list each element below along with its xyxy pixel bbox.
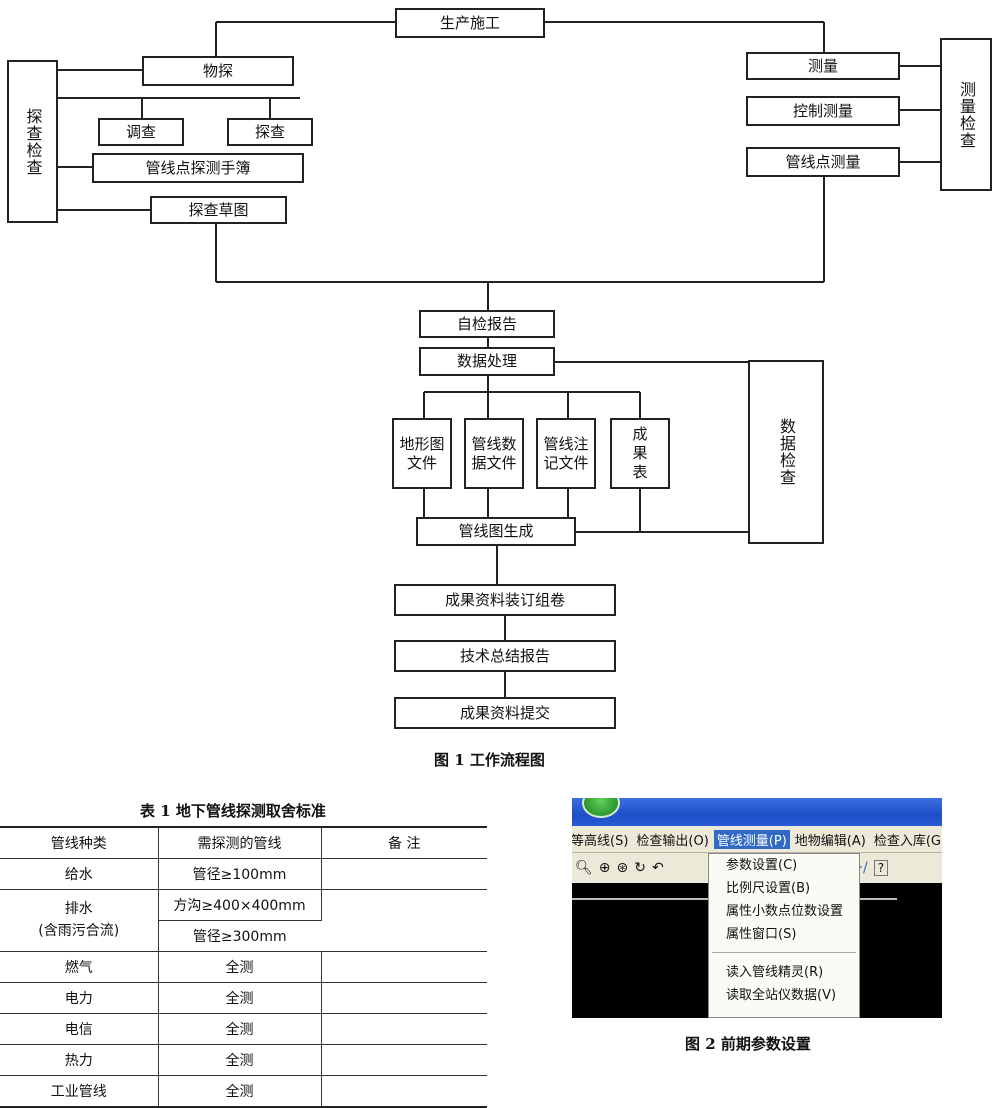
node-submit: 成果资料提交 bbox=[394, 697, 616, 729]
table-cell: 电信 bbox=[0, 1013, 159, 1045]
table-cell bbox=[321, 951, 487, 983]
menu-bar: 等高线(S) 检查输出(O) 管线测量(P) 地物编辑(A) 检查入库(G) bbox=[572, 826, 942, 853]
menu-feature-edit[interactable]: 地物编辑(A) bbox=[794, 833, 866, 849]
node-measure-check: 测量检查 bbox=[940, 38, 992, 191]
node-data-check: 数据检查 bbox=[748, 360, 824, 544]
table-row: 燃气 全测 bbox=[0, 951, 487, 983]
software-screenshot: 等高线(S) 检查输出(O) 管线测量(P) 地物编辑(A) 检查入库(G) 🔍… bbox=[572, 798, 942, 1018]
node-measure: 测量 bbox=[746, 52, 900, 80]
menu-item-params[interactable]: 参数设置(C) bbox=[726, 858, 798, 873]
table-cell: 热力 bbox=[0, 1044, 159, 1076]
node-data-processing: 数据处理 bbox=[419, 347, 555, 376]
menu-item-scale[interactable]: 比例尺设置(B) bbox=[726, 881, 811, 896]
table-row: 排水 (含雨污合流) 方沟≥400×400mm bbox=[0, 889, 487, 952]
menu-item-attr-window[interactable]: 属性窗口(S) bbox=[726, 927, 797, 942]
table-header: 管线种类 bbox=[0, 826, 159, 859]
menu-pipeline-measure[interactable]: 管线测量(P) bbox=[713, 829, 790, 849]
node-binding: 成果资料装订组卷 bbox=[394, 584, 616, 616]
node-pipe-note-file: 管线注记文件 bbox=[536, 418, 596, 489]
table-row: 工业管线 全测 bbox=[0, 1075, 487, 1108]
table-row: 给水 管径≥100mm bbox=[0, 858, 487, 890]
table-cell: 全测 bbox=[158, 1013, 322, 1045]
table-row: 电力 全测 bbox=[0, 982, 487, 1014]
table-cell bbox=[321, 1075, 487, 1108]
window-titlebar bbox=[572, 798, 942, 826]
table-cell bbox=[321, 858, 487, 890]
menu-check-output[interactable]: 检查输出(O) bbox=[636, 833, 709, 849]
table-cell bbox=[321, 889, 487, 952]
table-cell: 管径≥100mm bbox=[158, 858, 322, 890]
node-geophysics: 物探 bbox=[142, 56, 294, 86]
node-map-generate: 管线图生成 bbox=[416, 517, 576, 546]
table-cell bbox=[321, 1044, 487, 1076]
figure1-caption: 图 1 工作流程图 bbox=[434, 751, 545, 769]
table-header: 备 注 bbox=[321, 826, 487, 859]
node-probe-check: 探查检查 bbox=[7, 60, 58, 223]
table-cell: 电力 bbox=[0, 982, 159, 1014]
node-production: 生产施工 bbox=[395, 8, 545, 38]
node-point-handbook: 管线点探测手簿 bbox=[92, 153, 304, 183]
table-cell: 全测 bbox=[158, 982, 322, 1014]
menu-item-total-station[interactable]: 读取全站仪数据(V) bbox=[726, 988, 837, 1003]
standards-table: 管线种类 需探测的管线 备 注 给水 管径≥100mm 排水 (含雨污合流) 方… bbox=[0, 826, 487, 1108]
menu-check-import[interactable]: 检查入库(G) bbox=[873, 833, 942, 849]
node-summary: 技术总结报告 bbox=[394, 640, 616, 672]
node-pipe-data-file: 管线数据文件 bbox=[464, 418, 524, 489]
node-point-measure: 管线点测量 bbox=[746, 147, 900, 177]
zoom-refresh-icon[interactable]: ↻ bbox=[634, 860, 646, 876]
node-detect: 探查 bbox=[227, 118, 313, 146]
node-topo-file: 地形图文件 bbox=[392, 418, 452, 489]
node-result-table: 成果表 bbox=[610, 418, 670, 489]
table-cell: 方沟≥400×400mm bbox=[158, 889, 322, 921]
table-cell: 给水 bbox=[0, 858, 159, 890]
app-orb-icon[interactable] bbox=[582, 798, 620, 818]
table-header: 需探测的管线 bbox=[158, 826, 322, 859]
node-survey-investigate: 调查 bbox=[98, 118, 184, 146]
node-sketch: 探查草图 bbox=[150, 196, 287, 224]
menu-item-read-wizard[interactable]: 读入管线精灵(R) bbox=[726, 965, 824, 980]
node-self-report: 自检报告 bbox=[419, 310, 555, 338]
table-cell bbox=[321, 1013, 487, 1045]
table-cell: 全测 bbox=[158, 1075, 322, 1108]
table-cell: 全测 bbox=[158, 951, 322, 983]
table-title: 表 1 地下管线探测取舍标准 bbox=[140, 802, 326, 820]
zoom-out-icon[interactable]: ⊛ bbox=[616, 860, 629, 876]
menu-item-decimal[interactable]: 属性小数点位数设置 bbox=[726, 904, 844, 919]
help-icon[interactable]: ? bbox=[873, 860, 889, 876]
menu-separator bbox=[712, 952, 856, 953]
zoom-in-icon[interactable]: ⊕ bbox=[598, 860, 611, 876]
table-row: 电信 全测 bbox=[0, 1013, 487, 1045]
table-cell: 燃气 bbox=[0, 951, 159, 983]
undo-icon[interactable]: ↶ bbox=[651, 860, 664, 876]
table-cell bbox=[321, 982, 487, 1014]
table-cell: 管径≥300mm bbox=[158, 920, 321, 952]
table-row: 热力 全测 bbox=[0, 1044, 487, 1076]
table-header-row: 管线种类 需探测的管线 备 注 bbox=[0, 826, 487, 859]
flowchart-connectors bbox=[57, 21, 940, 697]
menu-contour[interactable]: 等高线(S) bbox=[572, 833, 629, 849]
pipeline-measure-dropdown: 参数设置(C) 比例尺设置(B) 属性小数点位数设置 属性窗口(S) 读入管线精… bbox=[708, 853, 860, 1018]
table-cell: 全测 bbox=[158, 1044, 322, 1076]
table-cell: 工业管线 bbox=[0, 1075, 159, 1108]
figure2-caption: 图 2 前期参数设置 bbox=[685, 1035, 811, 1053]
node-control-measure: 控制测量 bbox=[746, 96, 900, 126]
zoom-icon[interactable]: 🔍︎ bbox=[575, 860, 593, 876]
table-row: 管径≥300mm bbox=[0, 920, 487, 952]
table-cell: 排水 (含雨污合流) bbox=[0, 889, 159, 952]
